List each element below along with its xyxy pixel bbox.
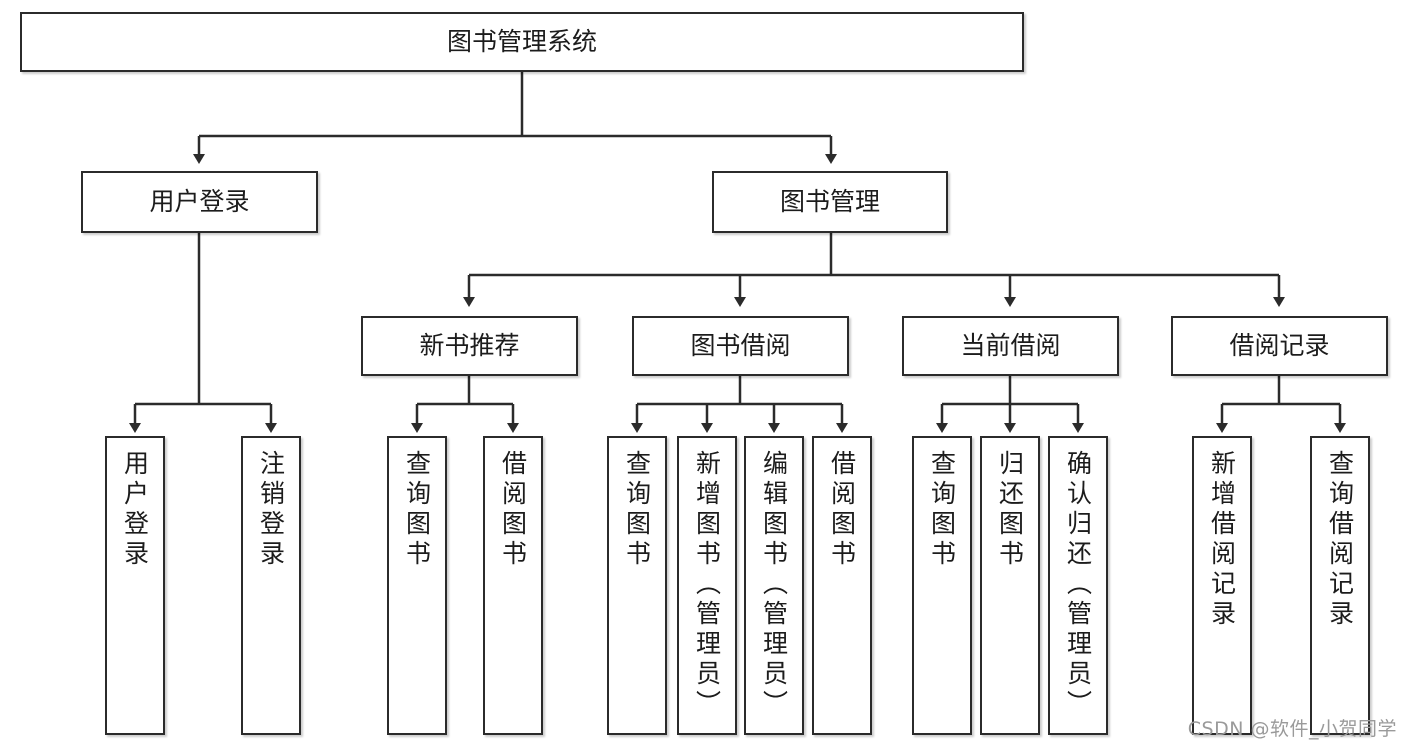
- node-book-management[interactable]: 图书管理: [712, 171, 948, 233]
- node-leaf-logout[interactable]: 注销登录: [241, 436, 301, 735]
- node-leaf-query-book-3[interactable]: 查询图书: [912, 436, 972, 735]
- node-new-book-recommend[interactable]: 新书推荐: [361, 316, 578, 376]
- node-root[interactable]: 图书管理系统: [20, 12, 1024, 72]
- node-leaf-query-book-1-label: 查询图书: [402, 450, 432, 570]
- node-leaf-borrow-book-1-label: 借阅图书: [498, 450, 528, 570]
- node-borrow-record-label: 借阅记录: [1229, 330, 1330, 360]
- node-leaf-query-record[interactable]: 查询借阅记录: [1310, 436, 1370, 735]
- node-borrow-record[interactable]: 借阅记录: [1171, 316, 1388, 376]
- watermark-text: CSDN @软件_小贺同学: [1187, 718, 1397, 740]
- node-leaf-edit-book-label: 编辑图书（管理员）: [759, 450, 789, 720]
- node-leaf-confirm-return[interactable]: 确认归还（管理员）: [1048, 436, 1108, 735]
- node-user-login[interactable]: 用户登录: [81, 171, 318, 233]
- node-book-borrow[interactable]: 图书借阅: [632, 316, 849, 376]
- node-leaf-query-book-3-label: 查询图书: [927, 450, 957, 570]
- node-leaf-query-record-label: 查询借阅记录: [1325, 450, 1355, 630]
- node-leaf-user-login-label: 用户登录: [120, 450, 150, 570]
- node-current-borrow[interactable]: 当前借阅: [902, 316, 1119, 376]
- node-current-borrow-label: 当前借阅: [960, 330, 1061, 360]
- node-leaf-return-book-label: 归还图书: [995, 450, 1025, 570]
- node-leaf-add-book[interactable]: 新增图书（管理员）: [677, 436, 737, 735]
- node-leaf-add-book-label: 新增图书（管理员）: [692, 450, 722, 720]
- node-root-label: 图书管理系统: [446, 26, 597, 56]
- node-leaf-confirm-return-label: 确认归还（管理员）: [1063, 450, 1093, 720]
- node-leaf-query-book-2-label: 查询图书: [622, 450, 652, 570]
- node-leaf-query-book-1[interactable]: 查询图书: [387, 436, 447, 735]
- node-book-management-label: 图书管理: [779, 186, 880, 216]
- node-leaf-user-login[interactable]: 用户登录: [105, 436, 165, 735]
- node-leaf-borrow-book-1[interactable]: 借阅图书: [483, 436, 543, 735]
- node-leaf-borrow-book-2[interactable]: 借阅图书: [812, 436, 872, 735]
- node-book-borrow-label: 图书借阅: [690, 330, 791, 360]
- node-leaf-query-book-2[interactable]: 查询图书: [607, 436, 667, 735]
- node-leaf-add-record-label: 新增借阅记录: [1207, 450, 1237, 630]
- node-leaf-logout-label: 注销登录: [256, 450, 286, 570]
- node-leaf-return-book[interactable]: 归还图书: [980, 436, 1040, 735]
- node-user-login-label: 用户登录: [149, 186, 250, 216]
- node-leaf-add-record[interactable]: 新增借阅记录: [1192, 436, 1252, 735]
- node-leaf-borrow-book-2-label: 借阅图书: [827, 450, 857, 570]
- node-new-book-recommend-label: 新书推荐: [419, 330, 520, 360]
- node-leaf-edit-book[interactable]: 编辑图书（管理员）: [744, 436, 804, 735]
